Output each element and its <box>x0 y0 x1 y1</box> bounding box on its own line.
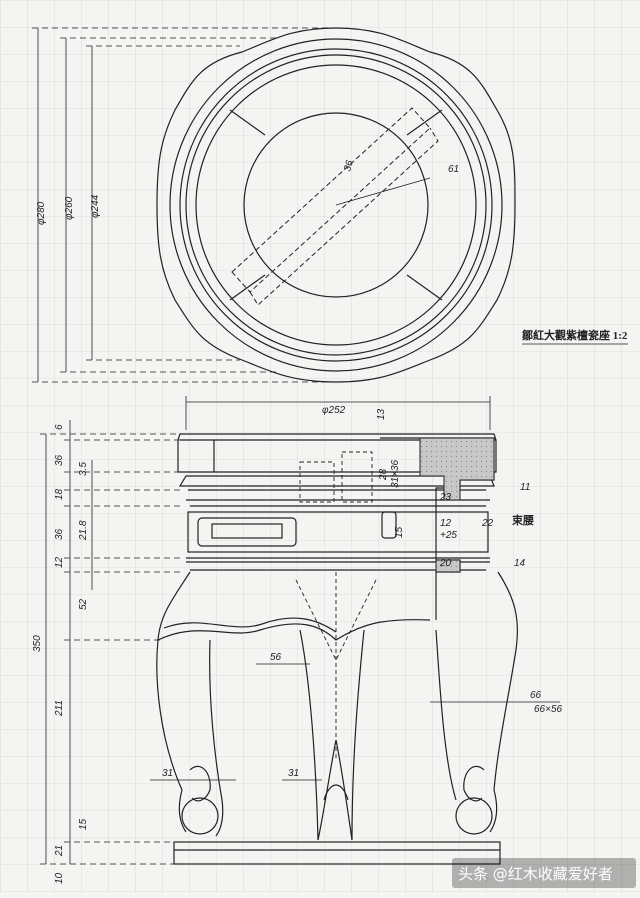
dim-13: 13 <box>376 408 387 420</box>
elevation-view <box>156 433 518 865</box>
dim-20: 20 <box>439 558 452 569</box>
dim-15: 15 <box>394 526 405 538</box>
dim-d252: φ252 <box>322 405 346 416</box>
section-hatch <box>419 437 495 501</box>
dim-66x56: 66×56 <box>534 704 563 715</box>
dim-v18: 18 <box>54 488 65 500</box>
dim-12: 12 <box>440 518 452 529</box>
dim-11: 11 <box>520 482 530 493</box>
dim-top-61: 61 <box>448 164 459 175</box>
plan-ring-3 <box>185 54 487 356</box>
dim-31-left: 31 <box>162 768 173 779</box>
dim-v350: 350 <box>32 635 43 652</box>
dim-v21-8: 21.8 <box>78 520 89 541</box>
dim-31-center: 31 <box>288 768 299 779</box>
plan-dimension-lines <box>32 27 336 383</box>
dim-22: 22 <box>481 518 494 529</box>
watermark-text: 头条 @红木收藏爱好者 <box>458 865 613 883</box>
plan-ring-4 <box>195 64 477 346</box>
dim-23: 23 <box>439 492 452 503</box>
dim-28: 28 <box>378 468 389 481</box>
dim-v211: 211 <box>54 700 65 717</box>
dim-56: 56 <box>270 652 282 663</box>
elevation-dimension-lines <box>40 420 180 865</box>
dim-v3-5: 3.5 <box>78 462 89 476</box>
plan-inner-circle <box>243 112 429 298</box>
dim-v12: 12 <box>54 556 65 568</box>
dim-25: +25 <box>440 530 457 541</box>
dim-v52: 52 <box>78 598 89 610</box>
dim-14: 14 <box>514 558 526 569</box>
dim-d260: φ260 <box>64 196 75 220</box>
dim-31x36: 31×36 <box>390 459 401 488</box>
dim-v10: 10 <box>54 872 65 884</box>
dim-d244: φ244 <box>90 194 101 218</box>
drawing-title: 鄒紅大觀紫檀瓷座 1:2 <box>521 328 628 342</box>
plan-view <box>156 27 516 383</box>
plan-ring-2 <box>179 48 493 362</box>
dim-v36b: 36 <box>54 528 65 540</box>
plan-ring-1 <box>169 38 503 372</box>
dim-d280: φ280 <box>36 201 47 225</box>
watermark-bg <box>452 858 636 888</box>
waist-legend: 束腰 <box>512 513 534 527</box>
dim-v21: 21 <box>54 845 65 857</box>
dim-v6: 6 <box>54 424 65 430</box>
dim-v15: 15 <box>78 818 89 830</box>
dim-top-36: 36 <box>342 159 356 173</box>
dim-v36a: 36 <box>54 454 65 466</box>
dim-66: 66 <box>530 690 542 701</box>
